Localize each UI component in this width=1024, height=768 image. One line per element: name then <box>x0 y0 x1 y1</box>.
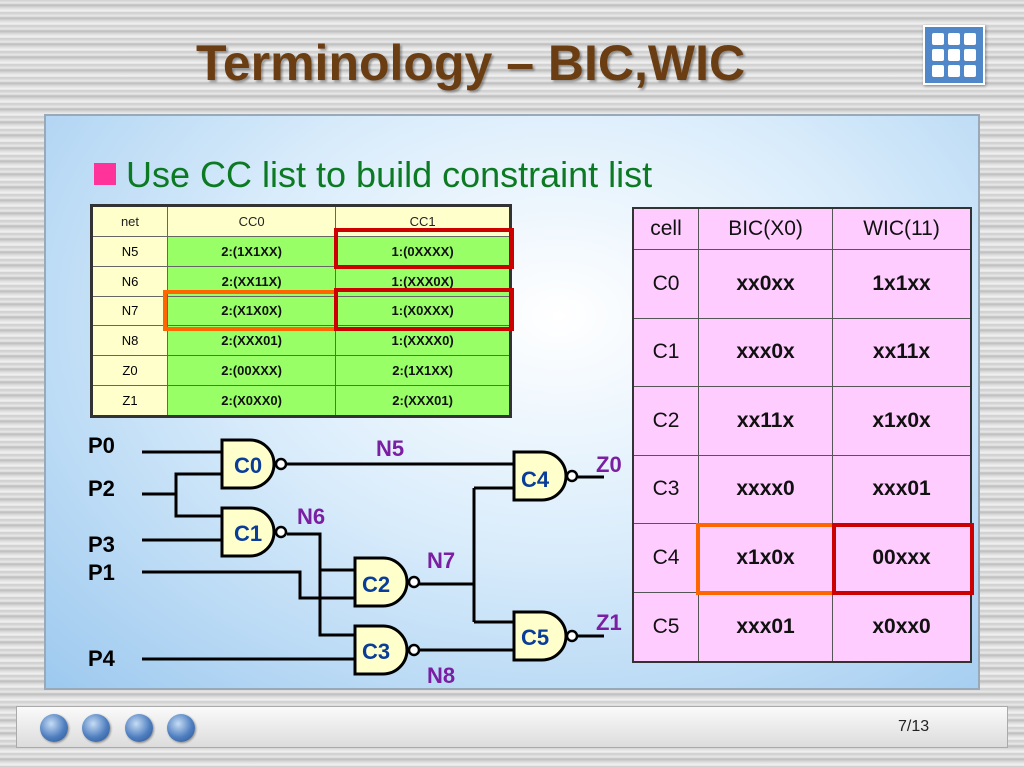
input-label-p1: P1 <box>88 560 115 585</box>
bic-value: xxx01 <box>697 591 834 663</box>
input-labels: P0 P2 P3 P1 P4 <box>88 433 116 671</box>
nand-gate-c2 <box>353 556 409 608</box>
wic-value: x1x0x <box>832 386 972 456</box>
cc-net-cell: Z0 <box>91 354 168 386</box>
gate-labels: C0 C1 C2 C3 C4 C5 <box>234 453 550 664</box>
cc1-cell: 1:(0XXXX) <box>335 236 511 268</box>
page-number: 7/13 <box>898 718 930 735</box>
input-label-p4: P4 <box>88 646 116 671</box>
gate-label-c1: C1 <box>234 521 262 546</box>
gate-label-c2: C2 <box>362 572 390 597</box>
cell-header-cell: cell <box>632 207 699 250</box>
cc-row: N7 2:(X1X0X) 1:(X0XXX) <box>91 295 511 327</box>
nand-gate-c4 <box>512 450 568 502</box>
cell-name: C5 <box>632 591 699 663</box>
cc-header-cc0: CC0 <box>166 204 337 238</box>
cell-name: C4 <box>632 523 699 593</box>
cc0-cell: 2:(1X1XX) <box>166 236 337 268</box>
input-label-p2: P2 <box>88 476 115 501</box>
highlight-box-n5-cc1 <box>334 228 514 269</box>
cell-name: C3 <box>632 454 699 525</box>
input-label-p3: P3 <box>88 532 115 557</box>
net-label-n6: N6 <box>297 504 325 529</box>
nand-gate-c0 <box>220 438 276 490</box>
nav-dot-3-icon[interactable] <box>125 714 153 742</box>
cc-header-net: net <box>91 204 168 238</box>
cell-row: C5 xxx01 x0xx0 <box>632 591 972 663</box>
gate-label-c5: C5 <box>521 625 549 650</box>
nand-gate-c5 <box>512 610 568 662</box>
cell-row: C2 xx11x x1x0x <box>632 386 972 456</box>
gate-label-c4: C4 <box>521 467 550 492</box>
bullet-point: Use CC list to build constraint list <box>94 154 652 196</box>
gate-label-c0: C0 <box>234 453 262 478</box>
cc1-cell: 2:(1X1XX) <box>335 354 511 386</box>
cc-list-table: net CC0 CC1 N5 2:(1X1XX) 1:(0XXXX) N6 2:… <box>90 204 512 418</box>
bullet-square-icon <box>94 163 116 185</box>
output-label-z1: Z1 <box>596 610 622 635</box>
cc-header-row: net CC0 CC1 <box>91 204 511 238</box>
nav-dot-1-icon[interactable] <box>40 714 68 742</box>
cc1-cell: 1:(X0XXX) <box>335 295 511 327</box>
cc-net-cell: N5 <box>91 236 168 268</box>
bic-value: xx11x <box>697 386 834 456</box>
nav-dot-2-icon[interactable] <box>82 714 110 742</box>
cc-net-cell: N6 <box>91 266 168 297</box>
wic-value: x0xx0 <box>832 591 972 663</box>
cell-row: C3 xxxx0 xxx01 <box>632 454 972 525</box>
output-label-z0: Z0 <box>596 452 622 477</box>
input-label-p0: P0 <box>88 433 115 458</box>
bic-value: xxx0x <box>697 317 834 388</box>
wic-value: 1x1xx <box>832 249 972 319</box>
bic-wic-table: cell BIC(X0) WIC(11) C0 xx0xx 1x1xx C1 x… <box>632 207 972 663</box>
bic-value: x1x0x <box>697 523 834 593</box>
footer-bar <box>16 706 1008 748</box>
cell-name: C0 <box>632 249 699 319</box>
gates <box>220 438 568 676</box>
cc-net-cell: N8 <box>91 325 168 356</box>
cc-row: N5 2:(1X1XX) 1:(0XXXX) <box>91 236 511 268</box>
cc-row: Z1 2:(X0XX0) 2:(XXX01) <box>91 384 511 417</box>
cc-row: Z0 2:(00XXX) 2:(1X1XX) <box>91 354 511 386</box>
cc0-cell: 2:(X1X0X) <box>166 295 337 327</box>
net-labels: N5 N6 N7 N8 Z0 Z1 <box>297 436 622 688</box>
bic-value: xx0xx <box>697 249 834 319</box>
cc0-cell: 2:(00XXX) <box>166 354 337 386</box>
cell-row: C1 xxx0x xx11x <box>632 317 972 388</box>
cc-net-cell: N7 <box>91 295 168 327</box>
grid-menu-icon[interactable] <box>923 25 985 85</box>
wic-value: xxx01 <box>832 454 972 525</box>
wic-value: xx11x <box>832 317 972 388</box>
net-label-n7: N7 <box>427 548 455 573</box>
cc0-cell: 2:(X0XX0) <box>166 384 337 417</box>
slide-title: Terminology – BIC,WIC <box>196 35 746 91</box>
highlight-box-c4-wic <box>832 523 974 595</box>
circuit-wires <box>142 450 604 661</box>
gate-label-c3: C3 <box>362 639 390 664</box>
net-label-n5: N5 <box>376 436 404 461</box>
cc-net-cell: Z1 <box>91 384 168 417</box>
cell-row: C0 xx0xx 1x1xx <box>632 249 972 319</box>
nand-gate-c3 <box>353 624 409 676</box>
net-label-n8: N8 <box>427 663 455 688</box>
inversion-bubbles <box>274 457 579 657</box>
nav-dot-4-icon[interactable] <box>167 714 195 742</box>
nand-gate-c1 <box>220 506 276 558</box>
cc1-cell: 2:(XXX01) <box>335 384 511 417</box>
highlight-box-n7-cc1 <box>334 288 514 331</box>
cell-header-bic: BIC(X0) <box>697 207 834 250</box>
bullet-text: Use CC list to build constraint list <box>126 154 653 195</box>
